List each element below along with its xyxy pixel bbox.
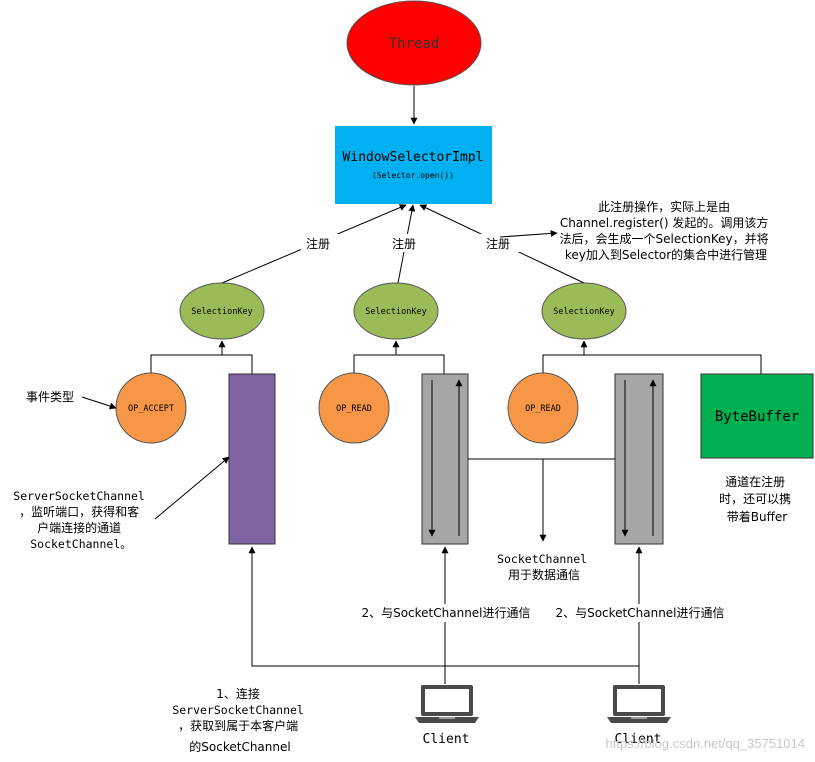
thread-label: Thread xyxy=(389,36,440,52)
socket-channel-note: SocketChannel 用于数据通信 xyxy=(497,552,591,582)
bracket-accept xyxy=(150,354,253,374)
bracket-read-1 xyxy=(353,354,445,374)
client-1-label: Client xyxy=(423,732,470,747)
laptop-icon xyxy=(607,685,671,723)
byte-buffer-node xyxy=(700,373,814,459)
step1-label: 1、连接 ServerSocketChannel ，获取到属于本客户端 的Soc… xyxy=(172,686,307,754)
op-read-label-2: OP_READ xyxy=(525,404,561,414)
thread-node xyxy=(346,0,482,86)
selection-key-read-1-label: SelectionKey xyxy=(365,307,426,317)
server-socket-note: ServerSocketChannel ，监听端口，获得和客 户端连接的通道 S… xyxy=(13,489,148,551)
byte-buffer-label: ByteBuffer xyxy=(715,409,799,425)
op-read-node-2 xyxy=(507,372,579,444)
step2-label-2: 2、与SocketChannel进行通信 xyxy=(555,606,724,620)
selection-key-accept-label: SelectionKey xyxy=(191,307,252,317)
selection-key-read-2 xyxy=(541,282,627,340)
client-1: Client xyxy=(415,685,479,747)
byte-buffer-note: 通道在注册 时，还可以携 带着Buffer xyxy=(719,474,795,524)
selector-open-label: (Selector.open()) xyxy=(372,171,454,180)
step2-label-1: 2、与SocketChannel进行通信 xyxy=(361,606,530,620)
op-accept-label: OP_ACCEPT xyxy=(128,404,174,414)
event-type-arrow xyxy=(81,396,117,410)
selection-key-accept xyxy=(179,282,265,340)
client-2: Client xyxy=(607,685,671,747)
laptop-icon xyxy=(415,685,479,723)
op-read-node-1 xyxy=(318,372,390,444)
register-label-middle: 注册 xyxy=(392,236,416,251)
op-read-label-1: OP_READ xyxy=(336,404,372,414)
register-note-arrow xyxy=(499,229,558,238)
socket-channel-1 xyxy=(421,373,469,545)
selector-impl-node xyxy=(335,126,492,204)
register-label-right: 注册 xyxy=(486,236,510,251)
server-socket-channel xyxy=(228,373,276,545)
event-type-label: 事件类型 xyxy=(26,390,74,404)
selection-key-read-1 xyxy=(353,282,439,340)
watermark: https://blog.csdn.net/qq_35751014 xyxy=(606,736,806,751)
register-label-left: 注册 xyxy=(306,236,330,251)
server-socket-note-arrow xyxy=(154,456,230,520)
socket-channel-2 xyxy=(614,373,664,545)
clients-to-server-channel xyxy=(248,546,639,667)
register-note: 此注册操作，实际上是由 Channel.register() 发起的。调用该方 … xyxy=(560,199,773,262)
selector-impl-label: WindowSelectorImpl xyxy=(343,150,484,165)
selection-key-read-2-label: SelectionKey xyxy=(553,307,614,317)
client-2-label: Client xyxy=(615,732,662,747)
bracket-read-2 xyxy=(542,354,762,374)
